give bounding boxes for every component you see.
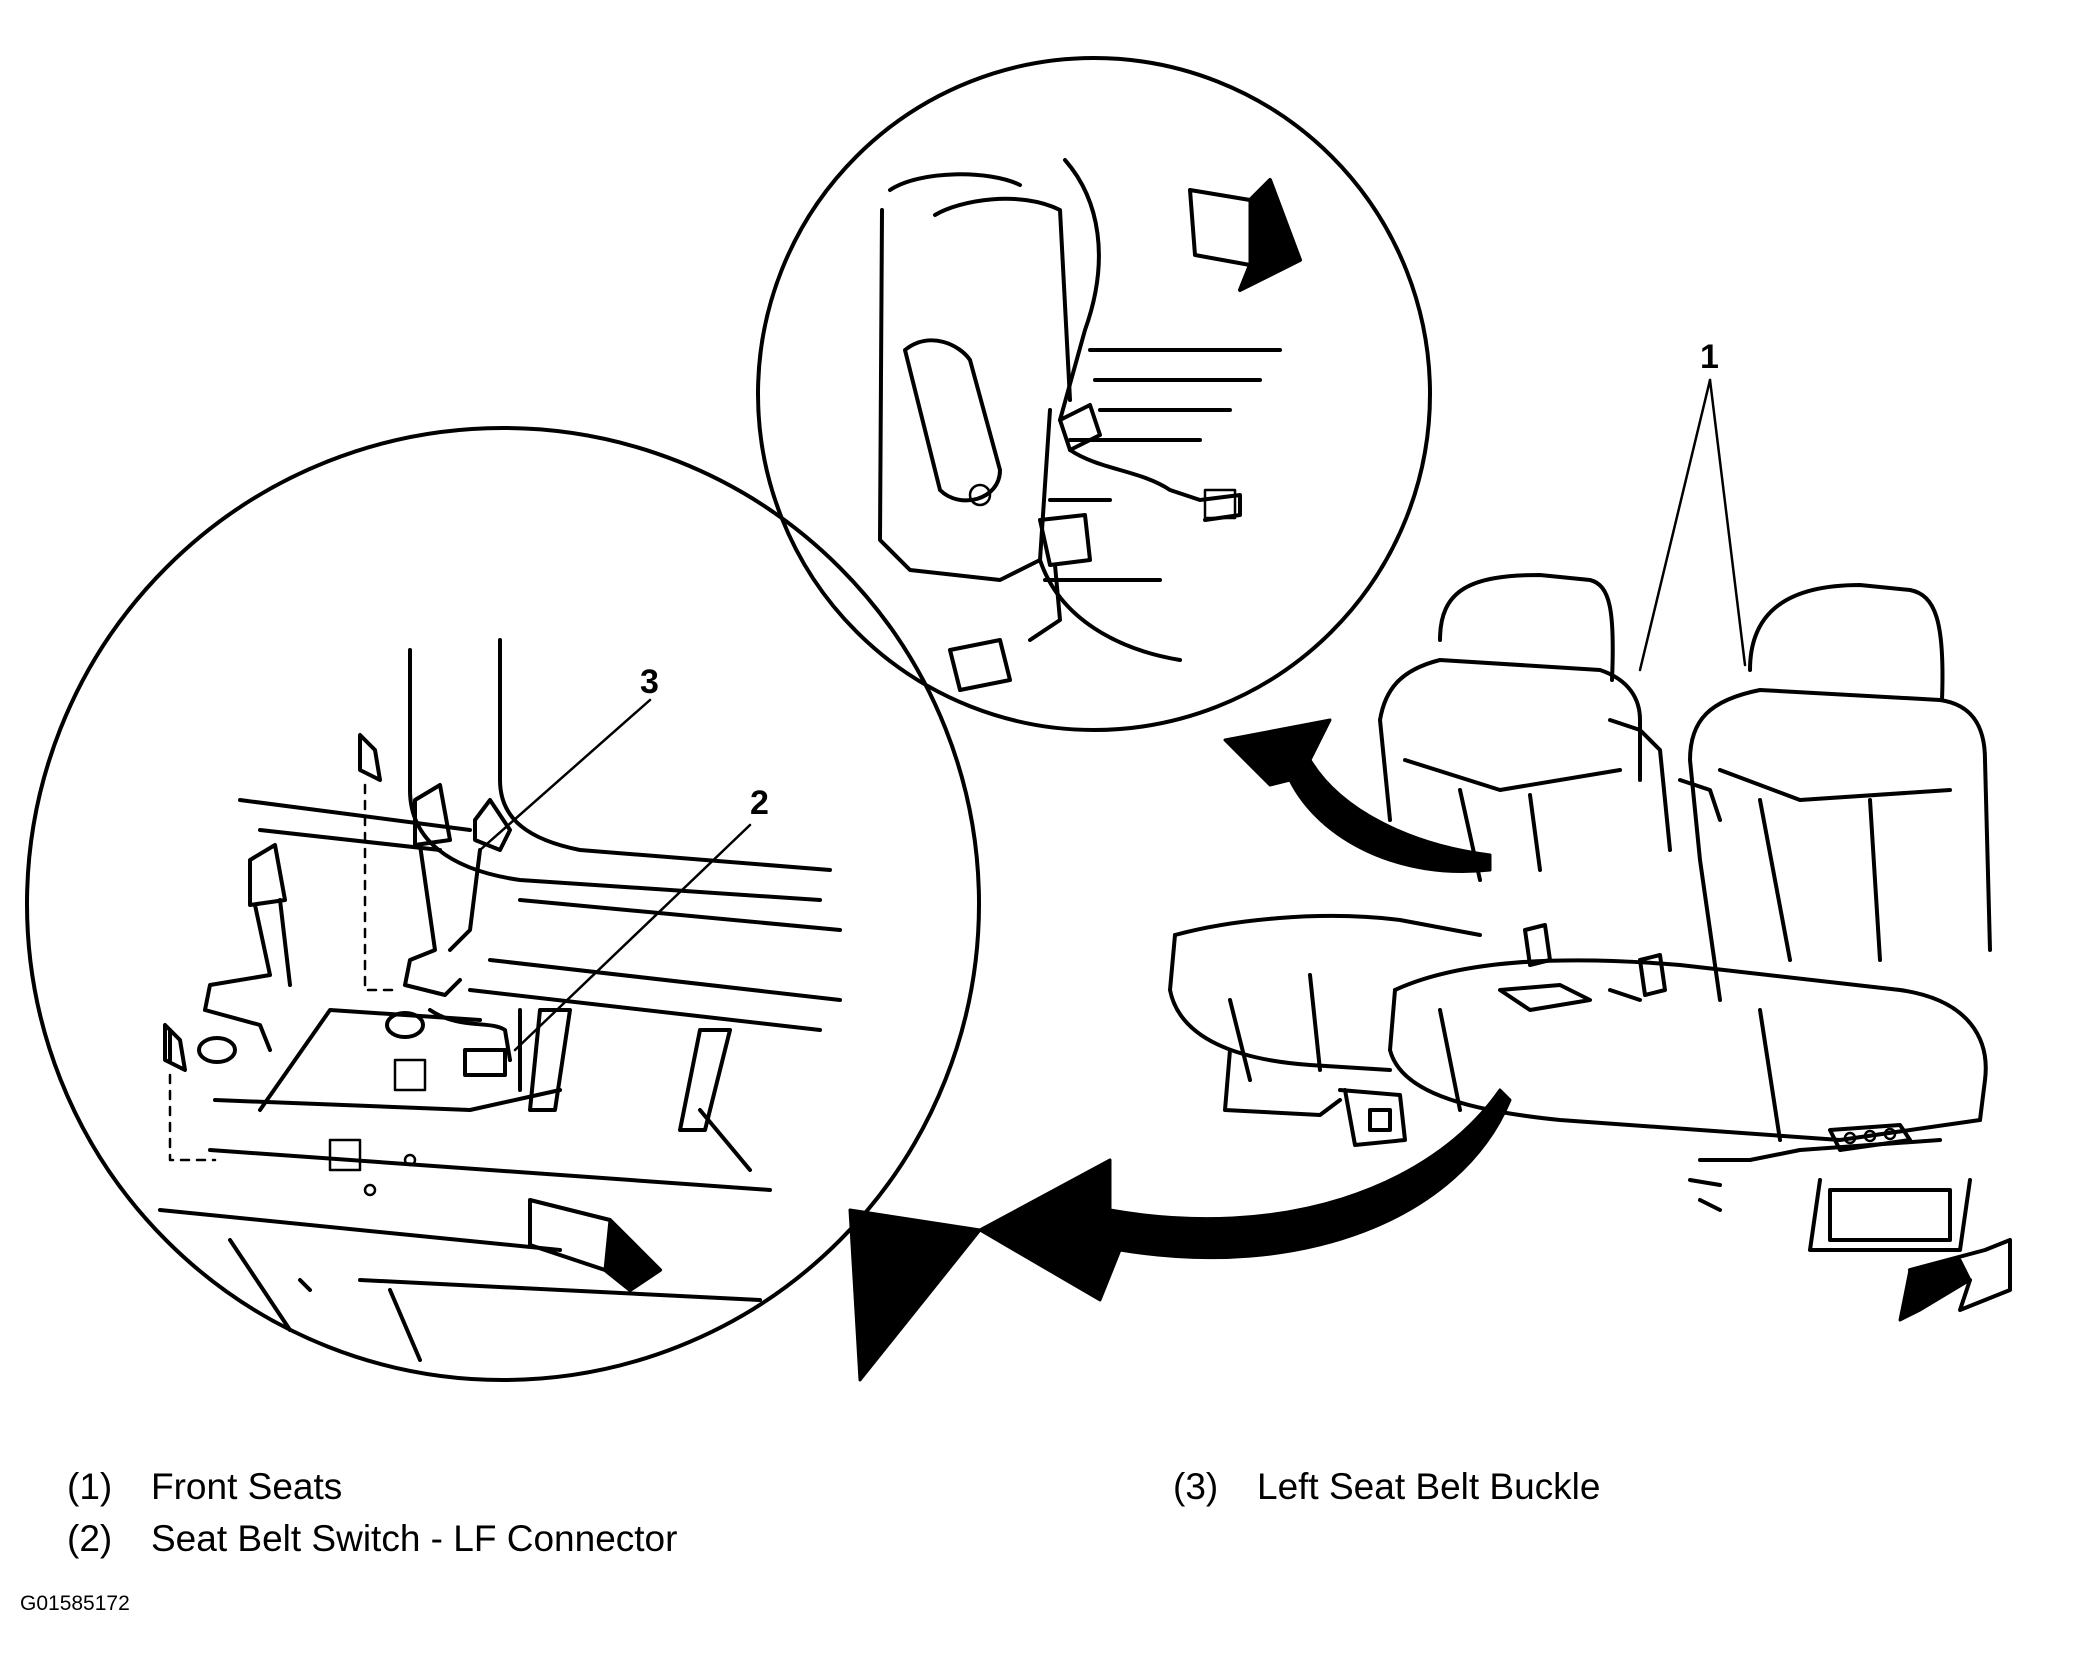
callout-2: 2: [750, 784, 769, 822]
legend-label-3: Left Seat Belt Buckle: [1257, 1466, 1601, 1507]
view-arrows: [848, 718, 1512, 1382]
callout-3: 3: [640, 663, 659, 701]
legend-item-1: (1) Front Seats: [67, 1468, 342, 1505]
legend-item-2: (2) Seat Belt Switch - LF Connector: [67, 1520, 677, 1557]
callout-1: 1: [1700, 338, 1719, 376]
legend-item-3: (3) Left Seat Belt Buckle: [1173, 1468, 1600, 1505]
legend-number-1: (1): [67, 1466, 113, 1507]
lower-detail-view: [25, 426, 981, 1382]
legend-label-1: Front Seats: [151, 1466, 343, 1507]
upper-detail-view: [756, 56, 1432, 732]
figure-id: G01585172: [20, 1592, 130, 1615]
front-seats-illustration: [1168, 573, 2012, 1322]
leader-lines: [478, 378, 1747, 1052]
legend-number-2: (2): [67, 1518, 113, 1559]
legend-label-2: Seat Belt Switch - LF Connector: [151, 1518, 678, 1559]
legend-number-3: (3): [1173, 1466, 1219, 1507]
